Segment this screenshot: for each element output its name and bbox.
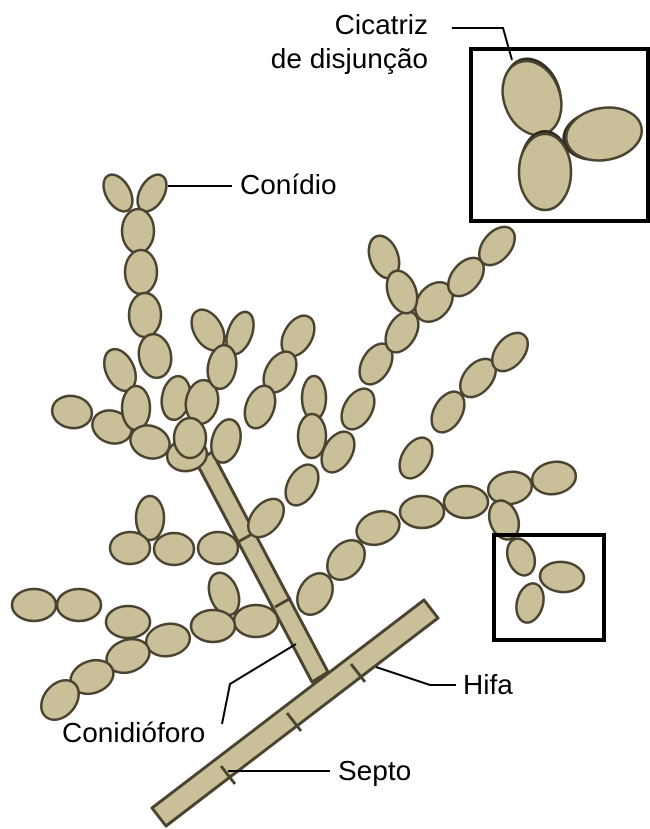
label-disjunction-scar: Cicatriz de disjunção <box>250 8 428 76</box>
conidium <box>110 532 150 564</box>
leader-hifa <box>376 667 456 685</box>
conidium <box>502 535 539 580</box>
conidium <box>154 533 194 565</box>
label-disjunction-scar-line1: Cicatriz <box>250 8 428 42</box>
conidium <box>279 459 325 511</box>
conidium <box>122 386 150 430</box>
conidium <box>12 589 56 621</box>
conidium <box>335 383 381 435</box>
conidium <box>144 620 193 659</box>
conidium <box>400 496 444 528</box>
conidium <box>57 589 101 621</box>
label-conidiophore: Conidióforo <box>62 716 205 750</box>
conidium <box>530 458 579 497</box>
label-conidium: Conídio <box>240 168 337 202</box>
magnified-conidium <box>562 102 646 166</box>
label-disjunction-scar-line2: de disjunção <box>250 42 428 76</box>
conidium <box>486 468 535 507</box>
conidium <box>129 293 161 337</box>
conidium <box>539 560 585 594</box>
conidium <box>135 332 174 381</box>
conidium <box>393 432 439 484</box>
conidium <box>125 250 157 294</box>
conidia-chains <box>12 49 646 727</box>
conidium <box>198 532 238 564</box>
leader-cicatriz <box>452 28 512 60</box>
conidium <box>191 610 235 642</box>
conidium <box>122 209 154 253</box>
conidium <box>106 606 150 638</box>
conidium <box>444 486 488 518</box>
conidium <box>174 418 206 458</box>
conidium <box>50 393 95 431</box>
label-hypha: Hifa <box>463 668 513 702</box>
magnified-conidium <box>493 53 572 144</box>
label-septum: Septo <box>338 754 411 788</box>
conidium <box>234 605 278 637</box>
magnified-conidium <box>519 134 571 210</box>
conidium <box>512 580 547 625</box>
